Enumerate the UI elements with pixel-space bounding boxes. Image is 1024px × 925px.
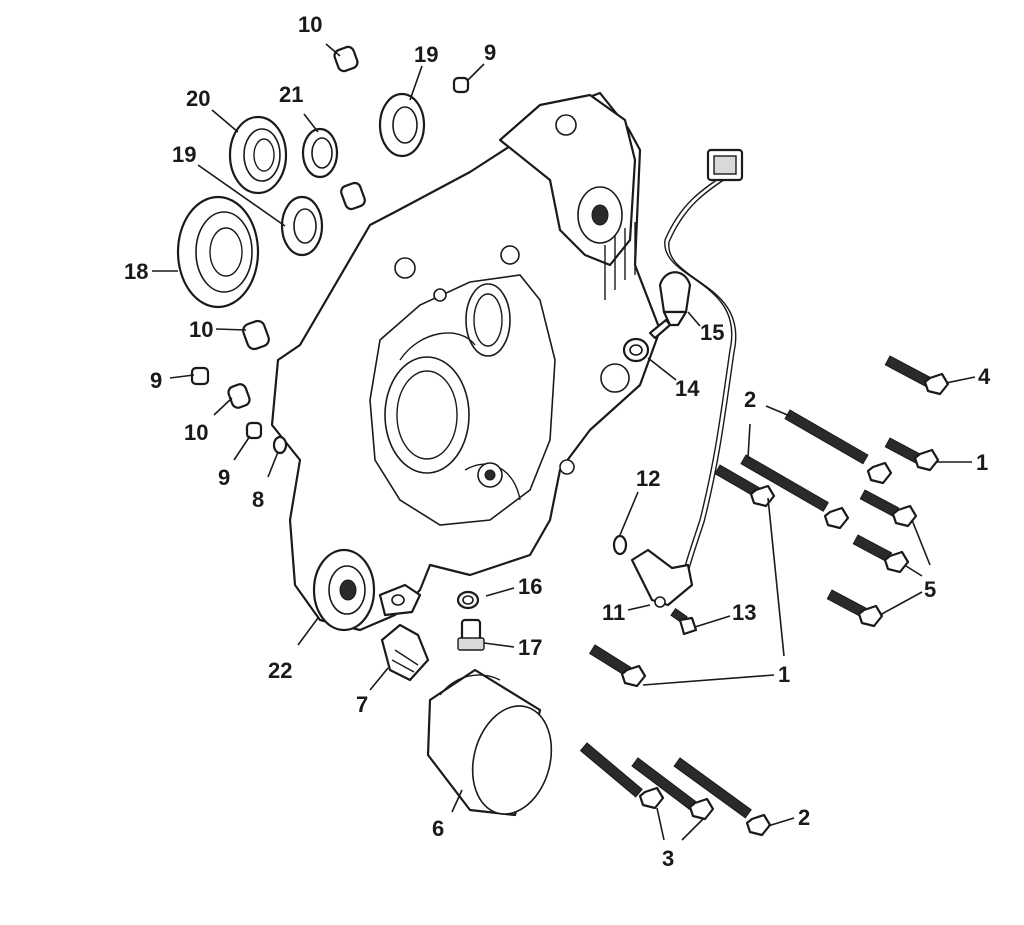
speed-sensor-11: [630, 548, 694, 608]
pin-9-top: [452, 76, 470, 94]
pin-9-left: [190, 366, 210, 386]
dowel-10-top: [333, 45, 359, 73]
callout-label: 19: [414, 42, 438, 67]
bolt-13: [670, 608, 698, 636]
bolt-5-lower: [826, 589, 884, 628]
callout-label: 10: [298, 12, 322, 37]
callout-label: 12: [636, 466, 660, 491]
plug-17: [457, 618, 485, 651]
callout-label: 17: [518, 635, 542, 660]
callout-label: 19: [172, 142, 196, 167]
callout-label: 18: [124, 259, 148, 284]
bolt-upper-long: [740, 454, 850, 530]
oil-filter: [426, 668, 553, 817]
bearing-21: [301, 127, 339, 179]
bolt-1-right: [884, 437, 940, 472]
bolt-2-upper: [784, 409, 893, 485]
bolt-2-lower: [673, 757, 772, 837]
callout-label: 9: [484, 40, 496, 65]
callout-labels: 10 19 9 20 21 19 18 10 9 10 9 8 22 7 6 1…: [124, 12, 991, 871]
bolts: [579, 355, 950, 837]
callout-label: 16: [518, 574, 542, 599]
callout-label: 3: [662, 846, 674, 871]
callout-label: 9: [218, 465, 230, 490]
callout-label: 10: [189, 317, 213, 342]
callout-label: 2: [798, 805, 810, 830]
callout-label: 9: [150, 368, 162, 393]
seal-19-lower: [280, 195, 324, 257]
o-ring-12: [612, 534, 628, 556]
bolt-3-right: [631, 757, 715, 821]
o-ring-8: [272, 435, 288, 455]
oil-strainer-15: [648, 271, 692, 340]
bolt-5-upper: [859, 489, 918, 528]
callout-label: 14: [675, 376, 700, 401]
bolt-1-lower: [589, 644, 647, 688]
bolt-3-left: [579, 742, 665, 810]
callout-label: 13: [732, 600, 756, 625]
bearing-22: [312, 548, 376, 632]
callout-label: 21: [279, 82, 303, 107]
sensor-cable: [664, 148, 744, 578]
bolt-4: [884, 355, 950, 396]
bearing-18: [176, 195, 260, 309]
dowel-pins: [190, 45, 470, 455]
callout-label: 11: [602, 600, 625, 625]
callout-label: 10: [184, 420, 208, 445]
o-ring-14: [622, 337, 650, 363]
bolt-5-middle: [852, 534, 910, 574]
callout-label: 22: [268, 658, 292, 683]
pin-9-lower: [245, 421, 263, 440]
seal-19-upper: [378, 92, 426, 158]
washer-16: [456, 590, 480, 610]
drain-plug-7: [380, 623, 430, 682]
callout-label: 7: [356, 692, 368, 717]
callout-label: 8: [252, 487, 264, 512]
dowel-10-left: [242, 319, 270, 351]
callout-label: 15: [700, 320, 724, 345]
callout-label: 6: [432, 816, 444, 841]
callout-label: 1: [778, 662, 790, 687]
leader-lines: [152, 43, 976, 841]
dowel-10-lower: [227, 383, 251, 409]
callout-label: 20: [186, 86, 210, 111]
callout-label: 5: [924, 577, 936, 602]
callout-label: 2: [744, 387, 756, 412]
callout-label: 4: [978, 364, 991, 389]
crankcase-housing: [270, 91, 662, 632]
dowel-mid: [340, 181, 366, 211]
callout-label: 1: [976, 450, 988, 475]
bearing-20: [228, 115, 288, 195]
